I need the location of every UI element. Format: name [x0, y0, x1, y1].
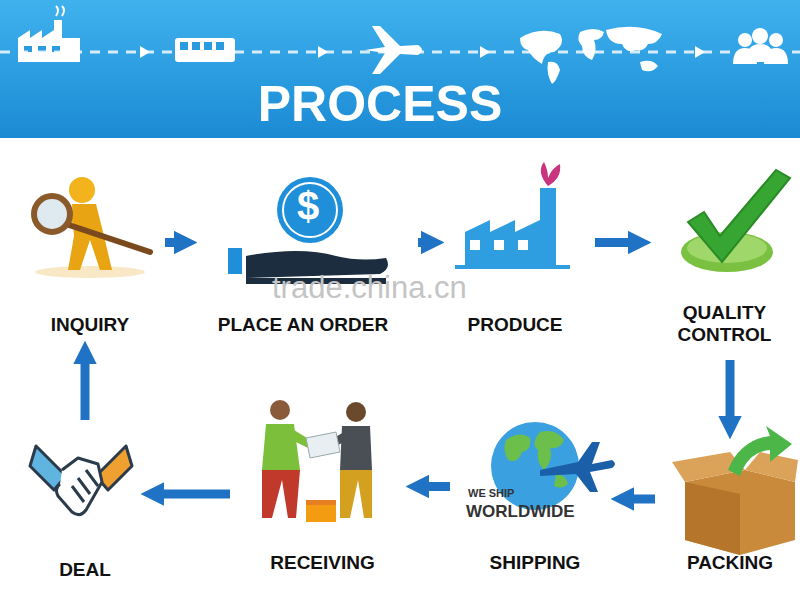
check-icon: [681, 170, 790, 272]
people-icon: [262, 400, 372, 522]
flow-arrow: [595, 238, 642, 247]
step-label: DEAL: [59, 559, 111, 581]
flow-arrow: [150, 490, 230, 499]
icon-text: WE SHIP: [468, 487, 514, 499]
icon-text: $: [297, 184, 319, 229]
inquiry-figure: [34, 177, 150, 278]
step-label: QUALITY CONTROL: [662, 302, 787, 346]
banner-icons: [18, 6, 788, 84]
banner: [0, 0, 800, 138]
step-label: SHIPPING: [490, 552, 581, 574]
box-icon: [672, 426, 798, 555]
step-label: PACKING: [687, 552, 773, 574]
watermark: trade.china.cn: [272, 270, 467, 306]
process-step: PRODUCE: [445, 165, 585, 340]
flow-arrow: [81, 350, 90, 420]
handshake-icon: [30, 446, 132, 515]
process-step: DEAL: [30, 430, 140, 585]
title: PROCESS: [230, 76, 530, 134]
step-label: INQUIRY: [51, 314, 129, 336]
step-label: PLACE AN ORDER: [218, 314, 388, 336]
money-hand: [228, 177, 388, 284]
process-step: PACKING: [665, 440, 795, 578]
banner-dashes: [0, 51, 800, 54]
flow-arrow: [620, 495, 655, 504]
process-step: INQUIRY: [25, 165, 155, 340]
icon-text: WORLDWIDE: [466, 502, 575, 522]
flow-arrow: [418, 238, 435, 247]
flow-arrow: [726, 360, 735, 430]
factory-icon: [455, 162, 570, 269]
flow-arrow: [165, 238, 188, 247]
process-step: QUALITY CONTROL: [652, 160, 797, 350]
step-label: PRODUCE: [467, 314, 562, 336]
step-label: RECEIVING: [270, 552, 375, 574]
flow-arrow: [415, 482, 450, 491]
banner-arrowheads: [140, 46, 705, 58]
process-step: RECEIVING: [240, 400, 405, 578]
